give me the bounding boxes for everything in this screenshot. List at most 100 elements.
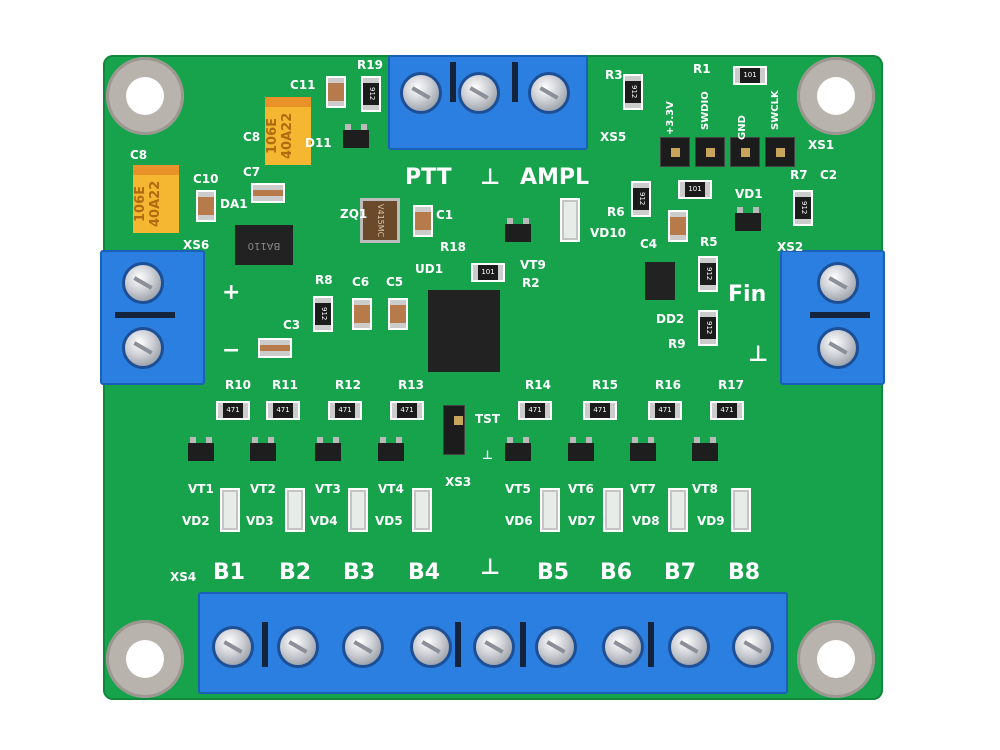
silkscreen-label: R15 bbox=[592, 378, 618, 392]
transistor bbox=[692, 437, 718, 461]
terminal-screw[interactable] bbox=[212, 626, 254, 668]
terminal-separator bbox=[810, 312, 870, 318]
silkscreen-label: R5 bbox=[700, 235, 718, 249]
silkscreen-label: R19 bbox=[357, 58, 383, 72]
terminal-screw[interactable] bbox=[817, 262, 859, 304]
terminal-screw[interactable] bbox=[668, 626, 710, 668]
pin-header[interactable] bbox=[765, 137, 795, 167]
silkscreen-label: GND bbox=[737, 115, 748, 140]
ic-dd2 bbox=[645, 262, 675, 300]
silkscreen-label: C10 bbox=[193, 172, 219, 186]
regulator-da1: BA110 bbox=[235, 225, 293, 265]
silkscreen-label: R10 bbox=[225, 378, 251, 392]
led bbox=[412, 488, 432, 532]
silkscreen-label: R3 bbox=[605, 68, 623, 82]
silkscreen-label: R11 bbox=[272, 378, 298, 392]
resistor: 101 bbox=[471, 263, 505, 282]
terminal-screw[interactable] bbox=[122, 327, 164, 369]
resistor: 471 bbox=[216, 401, 250, 420]
silkscreen-label: R13 bbox=[398, 378, 424, 392]
silkscreen-label: C4 bbox=[640, 237, 658, 251]
resistor: 912 bbox=[698, 310, 718, 346]
terminal-screw[interactable] bbox=[535, 626, 577, 668]
silkscreen-label: XS4 bbox=[170, 570, 197, 584]
resistor: 101 bbox=[678, 180, 712, 199]
terminal-screw[interactable] bbox=[277, 626, 319, 668]
silkscreen-label: C7 bbox=[243, 165, 261, 179]
transistor bbox=[343, 124, 369, 148]
silkscreen-label: VT7 bbox=[630, 482, 656, 496]
silkscreen-label: + bbox=[222, 280, 241, 305]
silkscreen-label: R2 bbox=[522, 276, 540, 290]
led bbox=[540, 488, 560, 532]
resistor: 471 bbox=[710, 401, 744, 420]
terminal-screw[interactable] bbox=[473, 626, 515, 668]
silkscreen-label: ⊥ bbox=[480, 555, 501, 580]
silkscreen-label: R7 bbox=[790, 168, 808, 182]
silkscreen-label: C8 bbox=[130, 148, 148, 162]
mounting-hole bbox=[797, 57, 875, 135]
tantalum-capacitor: 106E 40A22 bbox=[265, 97, 311, 165]
led bbox=[220, 488, 240, 532]
terminal-separator bbox=[520, 622, 526, 667]
silkscreen-label: TST bbox=[475, 412, 501, 426]
silkscreen-label: ⊥ bbox=[482, 448, 493, 462]
silkscreen-label: XS2 bbox=[777, 240, 804, 254]
capacitor bbox=[251, 183, 285, 203]
silkscreen-label: B1 bbox=[213, 560, 246, 585]
capacitor bbox=[388, 298, 408, 330]
silkscreen-label: VD3 bbox=[246, 514, 274, 528]
silkscreen-label: XS3 bbox=[445, 475, 472, 489]
resistor: 912 bbox=[631, 181, 651, 217]
silkscreen-label: R16 bbox=[655, 378, 681, 392]
capacitor bbox=[326, 76, 346, 108]
capacitor bbox=[668, 210, 688, 242]
pin-header[interactable] bbox=[730, 137, 760, 167]
silkscreen-label: D11 bbox=[305, 136, 332, 150]
mounting-hole bbox=[797, 620, 875, 698]
silkscreen-label: SWDIO bbox=[700, 91, 711, 130]
silkscreen-label: R12 bbox=[335, 378, 361, 392]
pin-header[interactable] bbox=[660, 137, 690, 167]
silkscreen-label: B6 bbox=[600, 560, 633, 585]
resistor: 101 bbox=[733, 66, 767, 85]
silkscreen-label: R14 bbox=[525, 378, 551, 392]
terminal-screw[interactable] bbox=[400, 72, 442, 114]
terminal-screw[interactable] bbox=[342, 626, 384, 668]
silkscreen-label: R18 bbox=[440, 240, 466, 254]
resistor: 471 bbox=[518, 401, 552, 420]
silkscreen-label: C2 bbox=[820, 168, 838, 182]
silkscreen-label: XS1 bbox=[808, 138, 835, 152]
resistor: 471 bbox=[583, 401, 617, 420]
pin-header[interactable] bbox=[695, 137, 725, 167]
terminal-screw[interactable] bbox=[410, 626, 452, 668]
terminal-screw[interactable] bbox=[528, 72, 570, 114]
terminal-separator bbox=[262, 622, 268, 667]
silkscreen-label: B5 bbox=[537, 560, 570, 585]
terminal-screw[interactable] bbox=[817, 327, 859, 369]
transistor bbox=[315, 437, 341, 461]
tst-jumper[interactable] bbox=[443, 405, 465, 455]
resistor: 471 bbox=[648, 401, 682, 420]
capacitor bbox=[196, 190, 216, 222]
terminal-screw[interactable] bbox=[732, 626, 774, 668]
crystal-zq1: V415MC bbox=[360, 198, 400, 243]
silkscreen-label: ⊥ bbox=[480, 165, 501, 190]
silkscreen-label: B8 bbox=[728, 560, 761, 585]
terminal-screw[interactable] bbox=[122, 262, 164, 304]
silkscreen-label: R9 bbox=[668, 337, 686, 351]
resistor: 471 bbox=[390, 401, 424, 420]
silkscreen-label: VD6 bbox=[505, 514, 533, 528]
capacitor bbox=[258, 338, 292, 358]
transistor bbox=[735, 207, 761, 231]
silkscreen-label: VD7 bbox=[568, 514, 596, 528]
mounting-hole bbox=[106, 620, 184, 698]
resistor: 912 bbox=[361, 76, 381, 112]
terminal-screw[interactable] bbox=[602, 626, 644, 668]
resistor: 912 bbox=[793, 190, 813, 226]
silkscreen-label: VD4 bbox=[310, 514, 338, 528]
silkscreen-label: R6 bbox=[607, 205, 625, 219]
silkscreen-label: VT2 bbox=[250, 482, 276, 496]
resistor: 912 bbox=[623, 74, 643, 110]
terminal-screw[interactable] bbox=[458, 72, 500, 114]
